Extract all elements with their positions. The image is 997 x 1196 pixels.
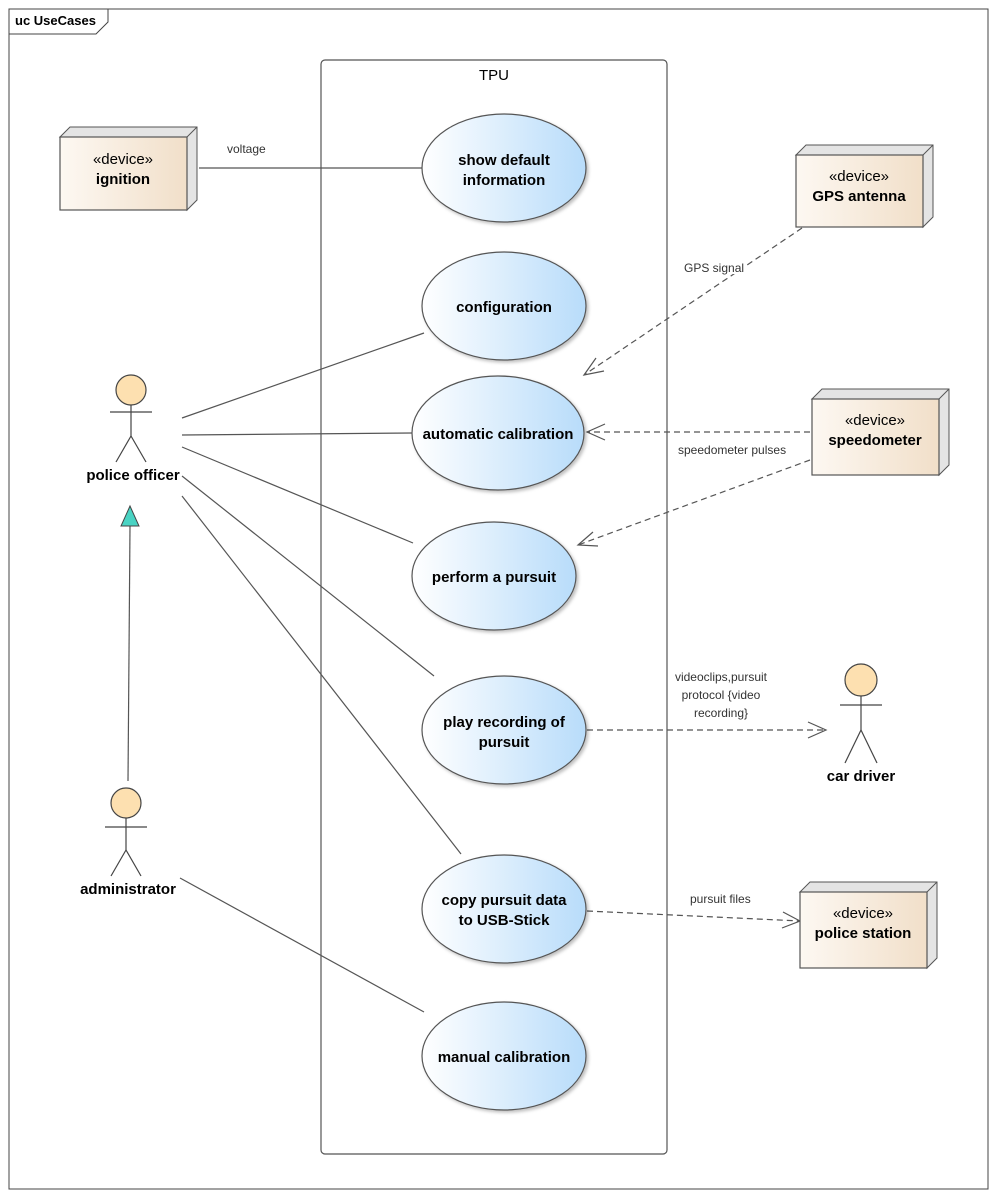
usecase-auto-calibration[interactable]: automatic calibration xyxy=(411,375,585,491)
label-videoclips-line2: protocol {video xyxy=(682,688,761,702)
device-gps-antenna-name: GPS antenna xyxy=(812,188,906,205)
device-gps-antenna[interactable]: «device» GPS antenna xyxy=(794,144,934,229)
assoc-officer-auto-calibration xyxy=(181,432,413,436)
actor-police-officer-label: police officer xyxy=(86,467,180,484)
usecase-show-default-line1: show default xyxy=(458,152,550,169)
dep-play-arrowhead xyxy=(807,721,828,739)
usecase-play-recording[interactable]: play recording of pursuit xyxy=(421,675,587,785)
usecase-copy-data[interactable]: copy pursuit data to USB-Stick xyxy=(421,854,587,964)
car-driver-head xyxy=(844,663,878,697)
police-officer-head xyxy=(115,374,147,406)
system-title: TPU xyxy=(479,67,509,84)
assoc-officer-copy-data xyxy=(181,495,462,855)
usecase-configuration-label: configuration xyxy=(456,299,552,316)
device-speedometer-stereotype: «device» xyxy=(845,412,905,429)
frame-title: uc UseCases xyxy=(15,13,96,28)
label-videoclips-line1: videoclips,pursuit xyxy=(675,670,768,684)
usecase-manual-calibration-label: manual calibration xyxy=(438,1049,571,1066)
dep-gps-auto-calibration xyxy=(583,227,803,376)
device-police-station[interactable]: «device» police station xyxy=(798,881,938,970)
actor-police-officer[interactable]: police officer xyxy=(86,374,180,484)
dep-speedo-pursuit xyxy=(577,459,811,546)
device-police-station-stereotype: «device» xyxy=(833,905,893,922)
usecase-manual-calibration[interactable]: manual calibration xyxy=(421,1001,587,1111)
associations xyxy=(179,167,462,1013)
usecase-play-recording-line1: play recording of xyxy=(443,714,566,731)
assoc-admin-manual-calibration xyxy=(179,877,425,1013)
usecase-show-default-line2: information xyxy=(463,172,546,189)
actor-administrator-label: administrator xyxy=(80,881,176,898)
administrator-head xyxy=(110,787,142,819)
dep-speedo-auto-arrowhead xyxy=(585,423,606,441)
usecase-copy-data-line2: to USB-Stick xyxy=(459,912,551,929)
usecase-play-recording-line2: pursuit xyxy=(479,734,530,751)
actor-administrator[interactable]: administrator xyxy=(80,787,176,898)
device-ignition-name: ignition xyxy=(96,171,150,188)
dep-speedo-pursuit-arrowhead xyxy=(576,531,599,547)
label-gps-signal: GPS signal xyxy=(684,261,744,275)
device-ignition-stereotype: «device» xyxy=(93,151,153,168)
device-ignition[interactable]: «device» ignition xyxy=(58,126,198,212)
actor-car-driver-label: car driver xyxy=(827,768,896,785)
label-videoclips-line3: recording} xyxy=(694,706,748,720)
assoc-officer-configuration xyxy=(181,332,425,419)
usecase-auto-calibration-label: automatic calibration xyxy=(423,426,574,443)
label-speedometer-pulses: speedometer pulses xyxy=(678,443,786,457)
dep-copy-police-station xyxy=(586,910,801,922)
diagram-frame: uc UseCases xyxy=(8,8,989,1190)
label-voltage: voltage xyxy=(227,142,266,156)
edge-labels: voltage GPS signal speedometer pulses vi… xyxy=(227,142,786,906)
usecase-pursuit-label: perform a pursuit xyxy=(432,569,556,586)
generalization-admin-officer xyxy=(120,504,140,782)
actor-car-driver[interactable]: car driver xyxy=(827,663,896,785)
assoc-officer-pursuit xyxy=(181,446,414,544)
dep-gps-arrowhead xyxy=(582,357,605,376)
device-gps-antenna-stereotype: «device» xyxy=(829,168,889,185)
device-speedometer[interactable]: «device» speedometer xyxy=(810,388,950,477)
assoc-officer-play-recording xyxy=(181,475,435,677)
label-pursuit-files: pursuit files xyxy=(690,892,751,906)
generalization-arrowhead xyxy=(120,504,140,527)
usecase-configuration[interactable]: configuration xyxy=(421,251,587,361)
usecase-pursuit[interactable]: perform a pursuit xyxy=(411,521,577,631)
device-police-station-name: police station xyxy=(815,925,912,942)
usecase-show-default[interactable]: show default information xyxy=(421,113,587,223)
usecase-copy-data-line1: copy pursuit data xyxy=(441,892,567,909)
device-speedometer-name: speedometer xyxy=(828,432,922,449)
